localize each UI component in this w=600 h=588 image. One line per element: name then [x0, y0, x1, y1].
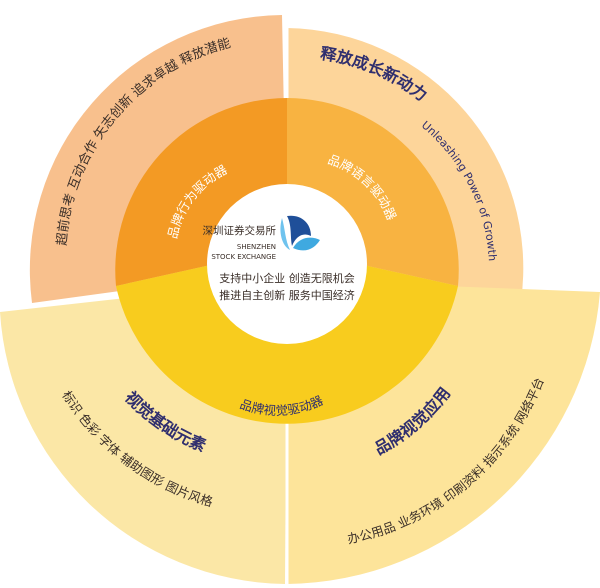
slogan-line-2: 推进自主创新 服务中国经济: [219, 288, 355, 302]
center-circle: [207, 184, 367, 344]
logo-english-line1: SHENZHEN: [237, 243, 276, 251]
slogan-line-1: 支持中小企业 创造无限机会: [219, 271, 355, 285]
logo-english-line2: STOCK EXCHANGE: [211, 253, 276, 261]
szse-logo: 深圳证券交易所 SHENZHEN STOCK EXCHANGE: [203, 215, 320, 261]
logo-chinese-name: 深圳证券交易所: [203, 224, 277, 237]
logo-emblem-icon: [280, 215, 320, 251]
